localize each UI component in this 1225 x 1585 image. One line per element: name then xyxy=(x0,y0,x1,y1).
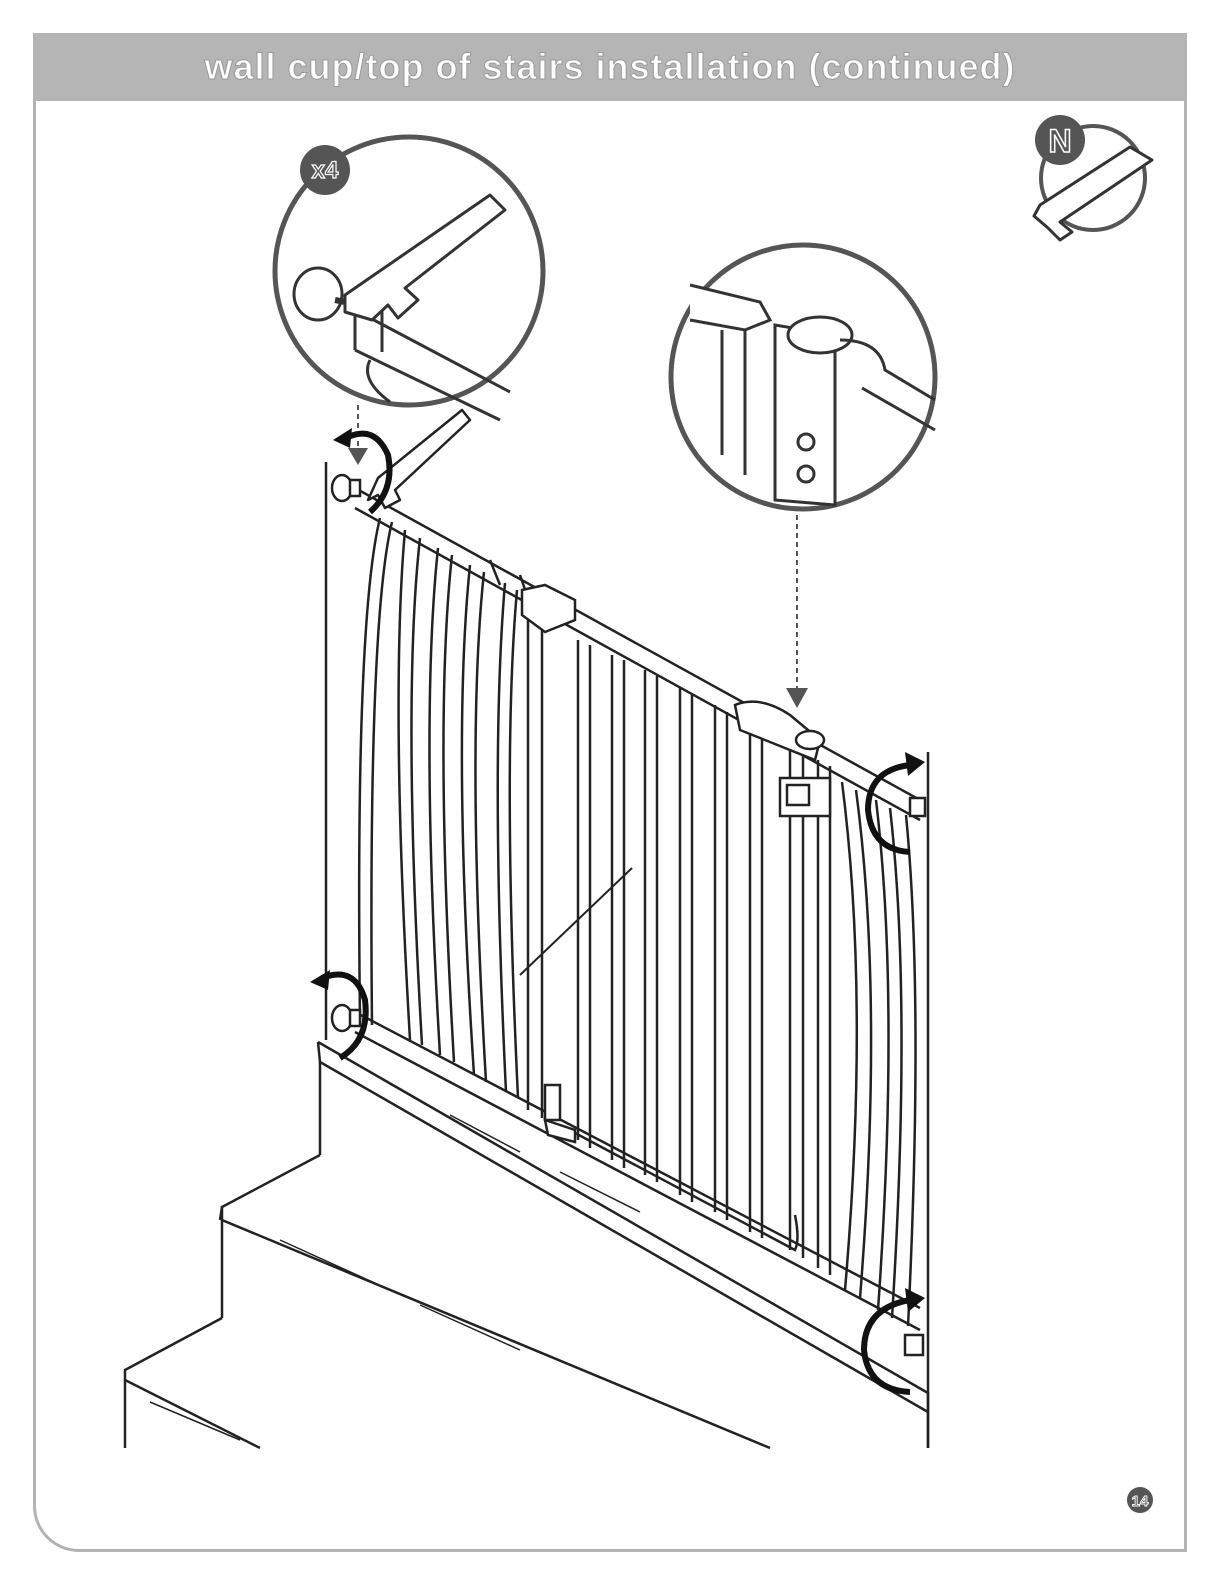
detail-callout-latch xyxy=(671,245,935,509)
wall-cup-bottom-right xyxy=(905,1335,923,1355)
gate xyxy=(355,488,920,1330)
quantity-badge: x4 xyxy=(312,157,339,184)
detail-callout-wrench: x4 xyxy=(275,137,543,420)
wall-cup-bottom-left xyxy=(332,1005,360,1031)
wall-cup-top-left xyxy=(332,475,360,501)
page-number-badge: 14 xyxy=(1127,1487,1153,1513)
page-number: 14 xyxy=(1132,1493,1149,1510)
tool-letter: N xyxy=(1048,123,1071,159)
stairs xyxy=(125,868,928,1448)
wall-cup-top-right xyxy=(910,798,925,816)
tool-badge: N xyxy=(1034,115,1152,240)
